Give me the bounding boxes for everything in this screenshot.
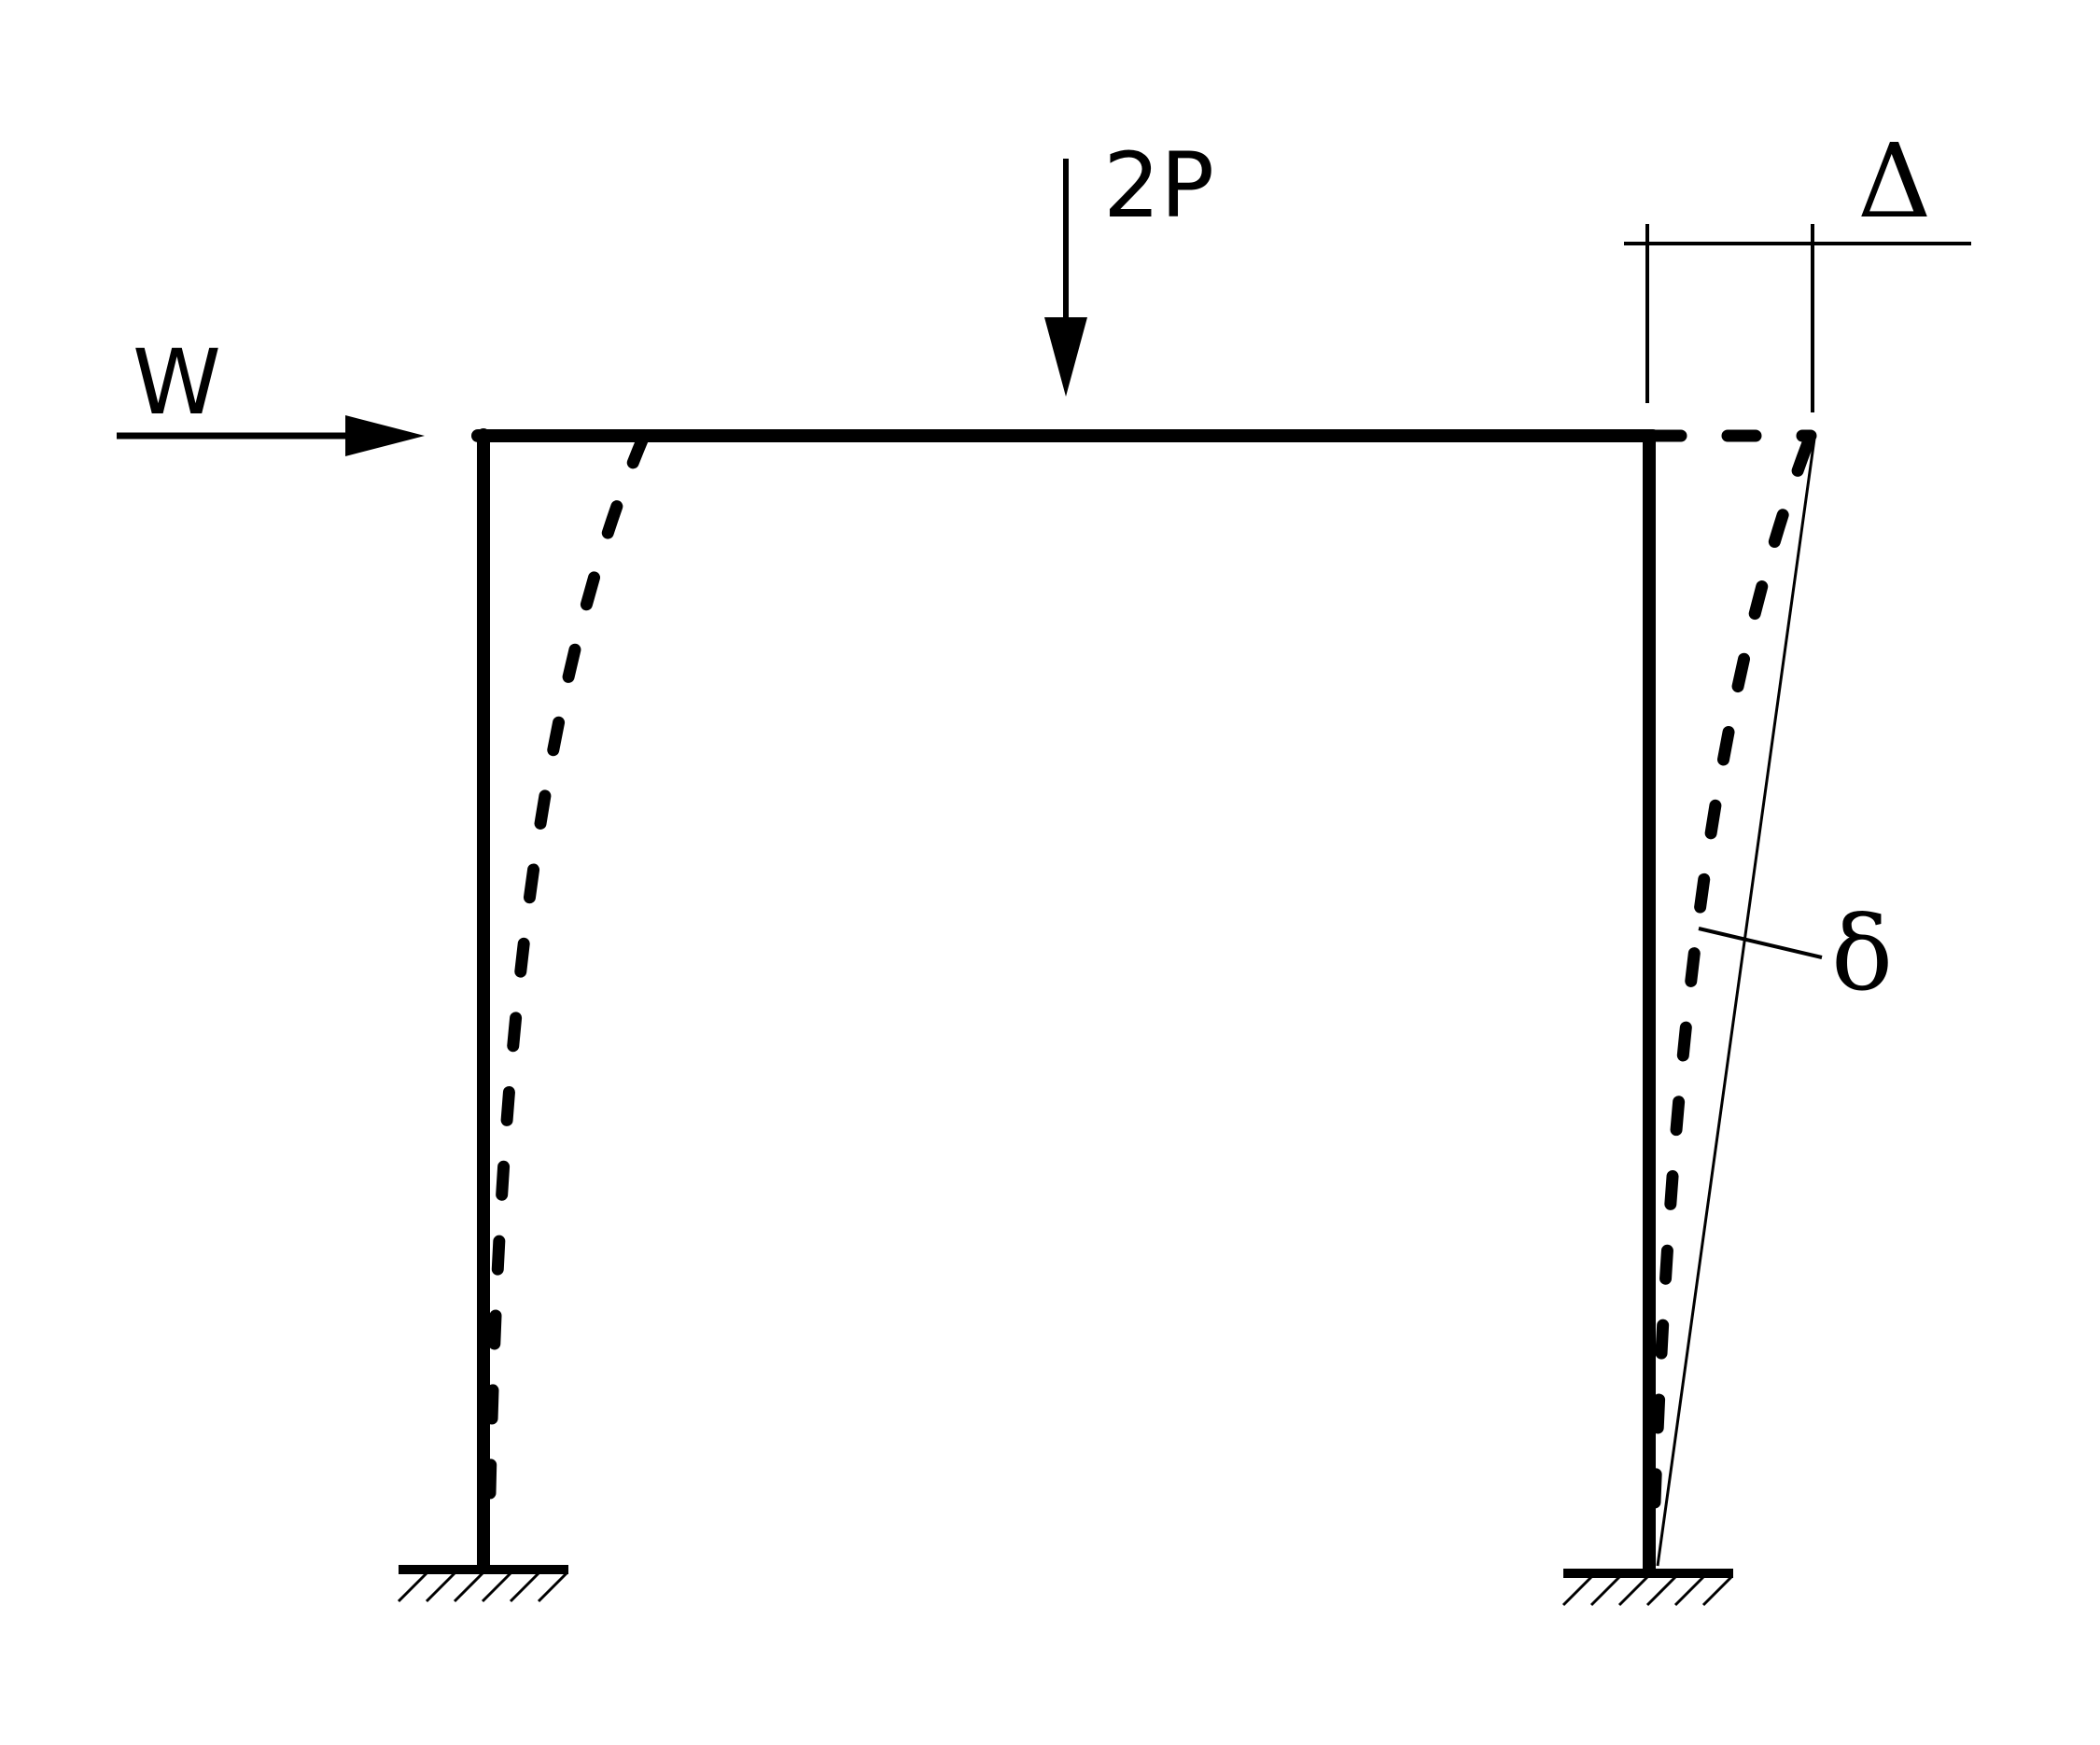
drift-dimension	[1624, 224, 1971, 412]
member-deflection-label: δ	[1831, 894, 1893, 1013]
vertical-load-label: 2P	[1103, 133, 1214, 238]
lateral-load-arrow	[117, 415, 425, 456]
chord-line	[1656, 438, 1816, 1567]
right-column-deflected-shape	[1648, 429, 1817, 1509]
right-fixed-support	[1561, 1569, 1733, 1607]
left-fixed-support	[397, 1565, 568, 1603]
vertical-load-arrow	[1044, 159, 1087, 397]
lateral-load-label: W	[133, 330, 221, 435]
member-deflection-leader	[1698, 927, 1823, 959]
left-column-deflected-shape	[483, 429, 651, 1500]
drift-label: Δ	[1857, 121, 1931, 241]
